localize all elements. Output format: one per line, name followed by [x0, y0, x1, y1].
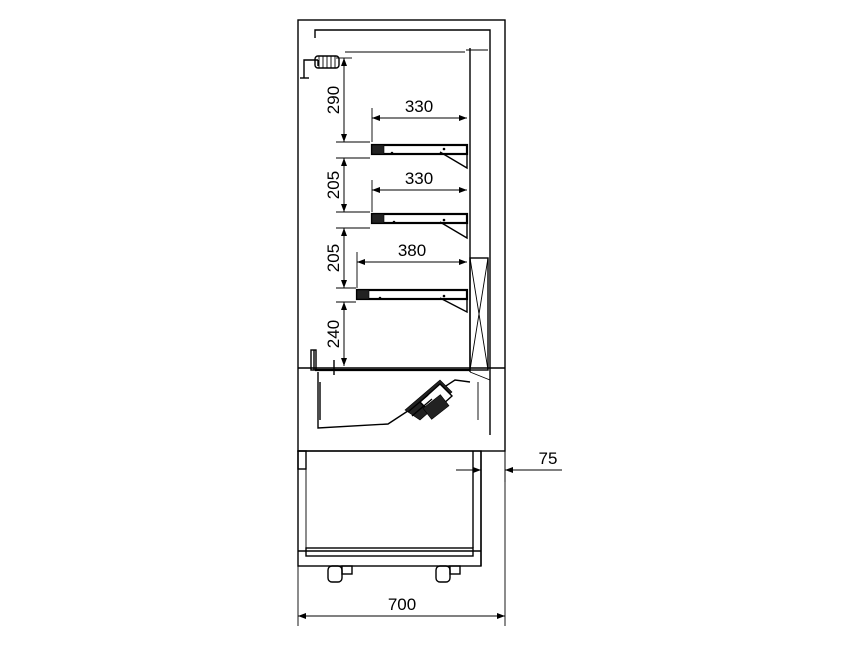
dim-label-205-a: 205: [324, 171, 343, 199]
dim-label-330-b: 330: [405, 169, 433, 188]
shelf-depth-dimensions: [356, 108, 467, 288]
dim-label-330-a: 330: [405, 97, 433, 116]
base-well: [310, 349, 491, 429]
caster-left-icon: [327, 565, 353, 583]
overall-width-dimension: [297, 451, 506, 626]
dim-label-380: 380: [398, 241, 426, 260]
stand: [297, 450, 482, 567]
light-fixture-icon: [314, 55, 340, 69]
vertical-dimension-chain: [336, 57, 370, 366]
evaporator-fan-icon: [404, 379, 454, 421]
dim-label-205-b: 205: [324, 244, 343, 272]
shelf-1: [370, 143, 469, 170]
back-panel: [469, 257, 489, 371]
cabinet-body: [297, 19, 506, 452]
dim-label-240: 240: [324, 320, 343, 348]
dim-label-700: 700: [388, 595, 416, 614]
dim-label-290: 290: [324, 86, 343, 114]
shelf-3: [355, 288, 469, 314]
shelf-2: [370, 212, 469, 240]
caster-right-icon: [435, 565, 461, 583]
dim-label-75: 75: [539, 449, 558, 468]
